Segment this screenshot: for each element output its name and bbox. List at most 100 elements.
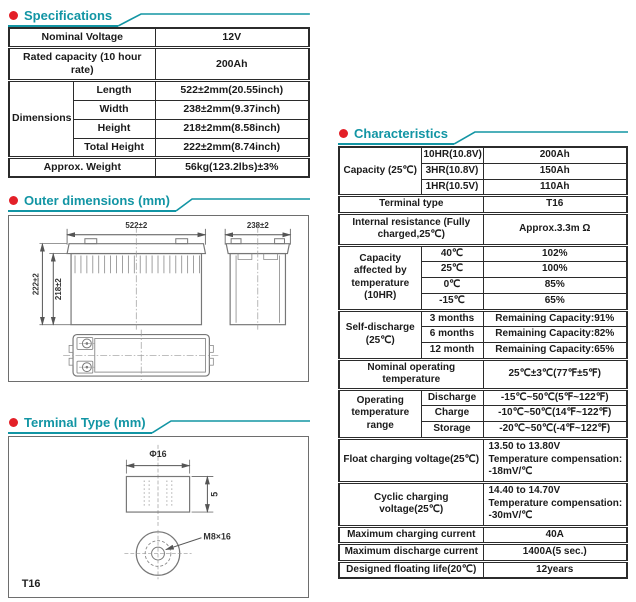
table-row: Nominal operating temperature 25℃±3℃(77℉… [338,357,628,390]
characteristics-title-text: Characteristics [354,126,448,141]
table-row: Dimensions Length 522±2mm(20.55inch) [8,79,310,158]
char-sublabel: 3 months [420,308,484,327]
char-label: Internal resistance (Fully charged,25℃) [338,211,484,246]
table-row: 6 months Remaining Capacity:82% [339,326,628,343]
char-value: 150Ah [482,162,628,180]
char-value: 40A [482,524,628,544]
char-sublabel: 1HR(10.5V) [420,178,484,196]
spec-value: 200Ah [154,46,310,82]
spec-sublabel: Total Height [72,137,156,158]
char-value: 1400A(5 sec.) [482,542,628,562]
char-sublabel: 12 month [420,342,484,360]
table-row: Designed floating life(20℃) 12years [338,559,628,579]
table-row: Capacity affected by temperature (10HR) … [338,243,628,311]
outer-dimensions-header: Outer dimensions (mm) [8,192,310,212]
table-row: 3HR(10.8V) 150Ah [339,162,628,180]
char-sublabel: 0℃ [420,277,484,294]
char-label: Designed floating life(20℃) [338,559,484,579]
char-sublabel: Discharge [420,387,484,406]
specifications-title-text: Specifications [24,8,113,23]
table-row: Nominal Voltage 12V [8,27,310,49]
char-sublabel: 3HR(10.8V) [420,162,484,180]
characteristics-header: Characteristics [338,125,628,145]
table-row: Terminal type T16 [338,194,628,214]
char-value: Remaining Capacity:65% [482,342,628,360]
char-sublabel: 10HR(10.8V) [420,146,484,164]
terminal-type-title: Terminal Type (mm) [8,415,152,434]
table-row: Cyclic charging voltage(25℃) 14.40 to 14… [338,480,628,527]
char-value: -15℃~50℃(5℉~122℉) [482,387,628,406]
char-label: Maximum charging current [338,524,484,544]
char-value-line: 13.50 to 13.80V [488,441,561,453]
char-value: 12years [482,559,628,579]
spec-sublabel: Length [72,79,156,101]
table-row: Total Height 222±2mm(8.74inch) [9,137,310,158]
bullet-dot-icon [339,129,348,138]
char-label: Float charging voltage(25℃) [338,436,484,483]
char-sublabel: Charge [420,405,484,422]
char-value-line: -30mV/℃ [488,510,533,522]
char-value: 110Ah [482,178,628,196]
char-value: T16 [482,194,628,214]
spec-label: Rated capacity (10 hour rate) [8,46,156,82]
char-label: Nominal operating temperature [338,357,484,390]
bullet-dot-icon [9,11,18,20]
dim-length-label: 522±2 [125,221,147,230]
dim-total-height-label: 222±2 [31,273,40,295]
table-row: Maximum charging current 40A [338,524,628,544]
char-value: Remaining Capacity:82% [482,326,628,343]
terminal-type-header: Terminal Type (mm) [8,414,310,434]
outer-dimensions-title: Outer dimensions (mm) [8,193,176,212]
char-group-label: Capacity affected by temperature (10HR) [338,243,422,311]
specifications-header: Specifications [8,7,310,27]
header-rule [118,10,310,27]
specifications-title: Specifications [8,8,119,27]
char-label: Cyclic charging voltage(25℃) [338,480,484,527]
char-sublabel: 6 months [420,326,484,343]
char-value: -20℃~50℃(-4℉~122℉) [482,421,628,439]
spec-value: 522±2mm(20.55inch) [154,79,310,101]
dim-width-label: 238±2 [247,221,269,230]
char-label: Maximum discharge current [338,542,484,562]
char-value: 14.40 to 14.70V Temperature compensation… [482,480,628,527]
spec-value: 218±2mm(8.58inch) [154,118,310,139]
table-row: -15℃ 65% [339,293,628,311]
header-rule [152,417,310,434]
char-value: 200Ah [482,146,628,164]
table-row: Self-discharge (25℃) 3 months Remaining … [338,308,628,360]
char-value: Approx.3.3m Ω [482,211,628,246]
spec-value: 12V [154,27,310,49]
bullet-dot-icon [9,418,18,427]
bullet-dot-icon [9,196,18,205]
spec-value: 56kg(123.2lbs)±3% [154,155,310,178]
characteristics-table: Capacity (25℃) 10HR(10.8V) 200Ah 3HR(10.… [338,146,628,579]
terminal-name-label: T16 [22,578,41,590]
table-row: Maximum discharge current 1400A(5 sec.) [338,542,628,562]
header-rule [454,128,628,145]
terminal-type-drawing: Φ16 5 M8×16 T16 [8,436,309,598]
table-row: Float charging voltage(25℃) 13.50 to 13.… [338,436,628,483]
char-sublabel: 25℃ [420,261,484,278]
table-row: Charge -10℃~50℃(14℉~122℉) [339,405,628,422]
spec-value: 222±2mm(8.74inch) [154,137,310,158]
char-sublabel: 40℃ [420,243,484,262]
char-value: 65% [482,293,628,311]
spec-label: Approx. Weight [8,155,156,178]
char-value-line: -18mV/℃ [488,466,533,478]
char-value: -10℃~50℃(14℉~122℉) [482,405,628,422]
dim-diameter-label: Φ16 [149,449,166,459]
char-sublabel: -15℃ [420,293,484,311]
char-label: Terminal type [338,194,484,214]
char-group-label: Operating temperature range [338,387,422,439]
char-group-label: Self-discharge (25℃) [338,308,422,360]
char-value: 13.50 to 13.80V Temperature compensation… [482,436,628,483]
table-row: 0℃ 85% [339,277,628,294]
terminal-type-title-text: Terminal Type (mm) [24,415,146,430]
spec-value: 238±2mm(9.37inch) [154,99,310,120]
spec-sublabel: Width [72,99,156,120]
char-group-label: Capacity (25℃) [338,146,422,196]
char-value: 100% [482,261,628,278]
header-rule [176,195,310,212]
characteristics-title: Characteristics [338,126,454,145]
